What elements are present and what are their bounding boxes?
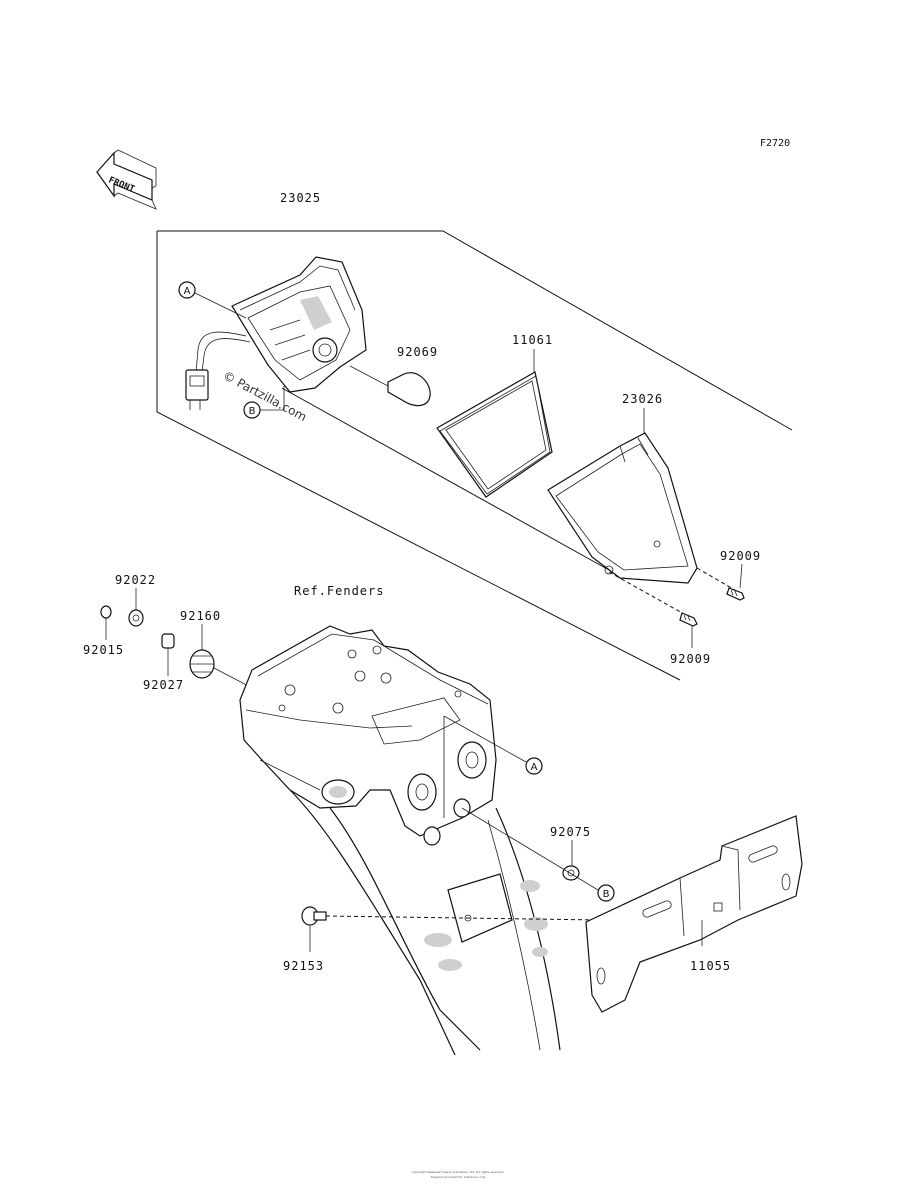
grommet-92160 <box>189 649 215 679</box>
wire-harness-connector <box>185 331 251 410</box>
nut-92015 <box>100 605 112 619</box>
screw-lower <box>679 612 698 627</box>
assembly-line-main <box>281 387 610 571</box>
assembly-boundary <box>156 230 793 681</box>
part-label-92075: 92075 <box>550 825 591 839</box>
callout-a-lower: A <box>443 715 543 818</box>
part-label-92027: 92027 <box>143 678 184 692</box>
rear-frame-bracket <box>239 625 497 846</box>
tail-light-lens <box>547 432 698 584</box>
leader-b-lower <box>461 807 599 891</box>
bulb <box>349 365 431 407</box>
lens-gasket <box>436 371 553 498</box>
tail-light-housing <box>231 256 367 393</box>
assembly-line-bolt <box>325 915 601 921</box>
front-direction-arrow-icon: FRONT <box>96 149 157 210</box>
license-plate-bracket <box>585 815 803 1013</box>
ref-fenders-note: Ref.Fenders <box>294 584 384 598</box>
bolt-92153 <box>301 906 327 926</box>
part-label-11055: 11055 <box>690 959 731 973</box>
part-label-92009-a: 92009 <box>720 549 761 563</box>
assembly-line-screw2 <box>696 567 736 591</box>
callout-b-letter-lower: B <box>603 889 610 900</box>
part-label-92009-b: 92009 <box>670 652 711 666</box>
washer-92022 <box>128 609 144 627</box>
footer-line1: Copyright Kawasaki Heavy Industries, Ltd… <box>412 1170 505 1174</box>
callout-b-lower <box>597 884 615 902</box>
callout-a-letter: A <box>184 286 191 297</box>
callout-b-top: B <box>243 386 285 419</box>
part-label-92015: 92015 <box>83 643 124 657</box>
assembly-line-screw <box>608 571 685 615</box>
part-label-23025: 23025 <box>280 191 321 205</box>
rear-fender <box>289 789 561 1056</box>
leader-92009-a <box>739 563 743 589</box>
footer-line2: Diagram provided for reference only <box>431 1175 486 1179</box>
nut-92075 <box>562 865 580 881</box>
callout-b-letter: B <box>249 406 256 417</box>
callout-a-letter-lower: A <box>531 762 538 773</box>
callout-a-top: A <box>178 281 247 319</box>
part-label-92022: 92022 <box>115 573 156 587</box>
part-label-92069: 92069 <box>397 345 438 359</box>
screw-right <box>726 587 745 601</box>
figure-id: F2720 <box>760 138 790 149</box>
part-label-23026: 23026 <box>622 392 663 406</box>
part-label-11061: 11061 <box>512 333 553 347</box>
part-label-92153: 92153 <box>283 959 324 973</box>
collar-92027 <box>161 633 175 649</box>
part-label-92160: 92160 <box>180 609 221 623</box>
